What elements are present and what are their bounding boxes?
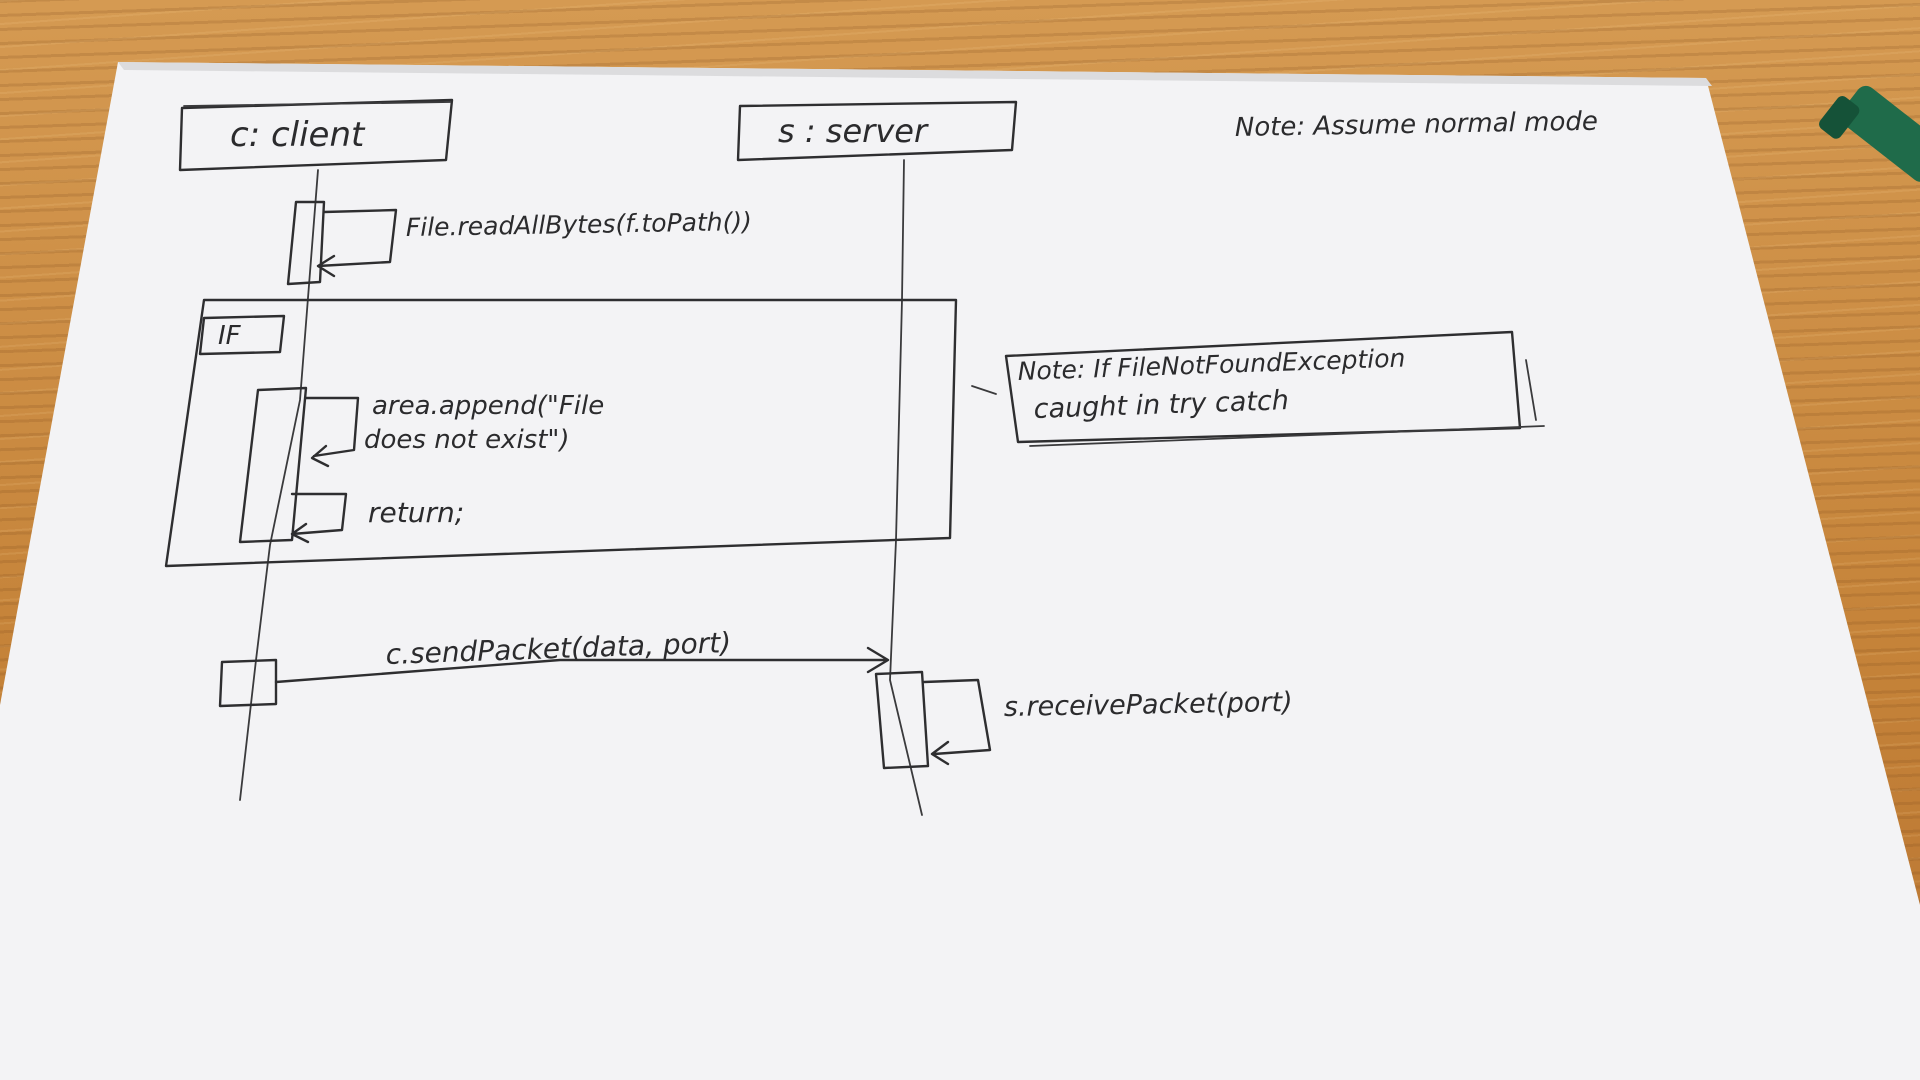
send-packet-arrow	[274, 646, 890, 684]
green-marker	[1819, 85, 1920, 182]
message-append-line2: does not exist")	[364, 425, 570, 455]
paper-sheet	[0, 62, 1920, 1080]
self-call-append-arrow	[304, 396, 360, 468]
if-fragment-frame	[164, 298, 958, 568]
activation-append	[238, 386, 308, 544]
self-call-read-bytes-arrow	[316, 208, 398, 278]
participant-client-label: c: client	[230, 115, 366, 155]
note-connector	[971, 385, 997, 395]
client-lifeline	[239, 169, 319, 801]
message-append-line1: area.append("File	[372, 391, 604, 421]
activation-send-packet	[218, 658, 278, 708]
message-return: return;	[368, 496, 464, 529]
note-assume-normal-mode: Note: Assume normal mode	[1235, 107, 1599, 143]
self-call-return-arrow	[290, 492, 348, 544]
participant-server-label: s : server	[778, 112, 929, 150]
participant-client-box: c: client	[178, 98, 454, 172]
activation-receive-packet	[874, 670, 930, 770]
message-receive-packet: s.receivePacket(port)	[1004, 687, 1293, 723]
self-call-receive-arrow	[922, 678, 992, 766]
if-fragment-label: IF	[218, 321, 242, 351]
activation-read-bytes	[286, 200, 326, 286]
message-read-all-bytes: File.readAllBytes(f.toPath())	[406, 207, 753, 242]
participant-server-box: s : server	[736, 100, 1018, 162]
paper-shadow-edge	[118, 62, 1712, 86]
exception-note-box	[1004, 330, 1545, 447]
